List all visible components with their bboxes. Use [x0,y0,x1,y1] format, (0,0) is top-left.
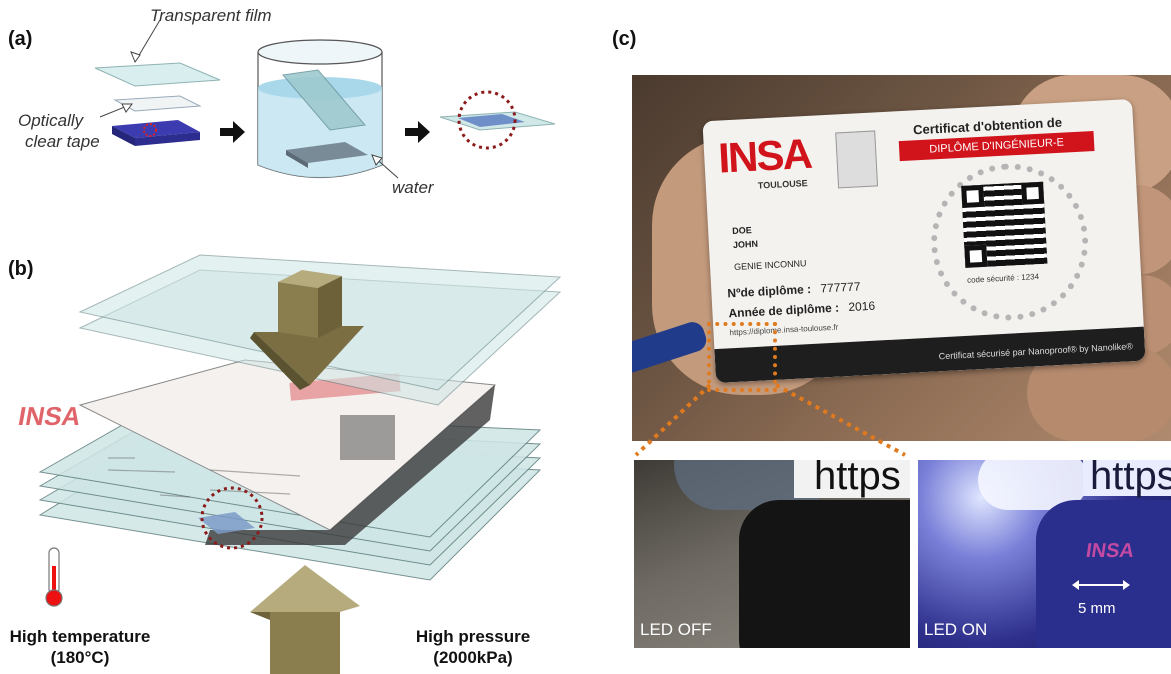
speciality: GENIE INCONNU [733,258,807,272]
arrow-right-icon-2 [405,121,430,143]
diploma-year: 2016 [848,298,876,315]
scale-arrow-icon [1072,580,1130,590]
tape-label-1: Optically [18,111,84,130]
scale-label: 5 mm [1078,600,1116,617]
zoom-text-off: https [814,460,901,498]
temperature-caption: High temperature (180°C) [0,626,160,668]
card-edge-on [1083,460,1171,496]
university-logo [835,130,879,189]
temperature-line2: (180°C) [50,648,110,667]
led-on-photo: https INSA 5 mm LED ON [918,460,1171,648]
diploma-year-row: Année de diplôme : 2016 [728,299,875,321]
temperature-line1: High temperature [9,627,151,646]
qr-code [961,181,1048,268]
panel-a-graphic [94,19,556,179]
sunk-substrate [286,142,368,163]
arrow-right-icon [220,121,245,143]
panel-a-label: (a) [8,28,33,50]
panel-b-label: (b) [8,258,34,280]
diploma-number-label: Nºde diplôme : [727,281,812,301]
panel-c-label: (c) [612,28,637,50]
tape-label-2: clear tape [25,132,100,151]
floating-film [282,69,366,131]
diploma-number: 777777 [820,279,861,296]
water-label: water [392,178,434,197]
card-photo: INSA TOULOUSE Certificat d'obtention de … [632,75,1171,441]
pressure-line1: High pressure [415,627,531,646]
card-corner-off [739,500,910,648]
firstname: JOHN [732,238,759,250]
zoom-text-on: https [1090,460,1171,498]
dotted-circle-a [457,90,517,150]
card-edge-off [794,460,910,498]
card-brand: INSA [717,129,812,182]
fluorescent-logo: INSA [1084,540,1136,562]
led-on-label: LED ON [924,620,988,639]
film-label: Transparent film [150,6,272,25]
transparent-film [94,62,221,87]
beaker-rim [257,39,383,65]
diploma-year-label: Année de diplôme : [728,300,840,321]
card-corner-on [1036,500,1171,648]
zoom-box [707,322,777,392]
led-off-photo: https LED OFF [634,460,910,648]
card-city: TOULOUSE [757,178,808,191]
surname: DOE [731,225,752,237]
led-off-label: LED OFF [640,620,712,639]
pattern-mark [143,123,157,137]
diploma-number-row: Nºde diplôme : 777777 [727,279,861,300]
pressure-line2: (2000kPa) [433,648,513,667]
substrate-top [112,120,200,138]
pressure-caption: High pressure (2000kPa) [398,626,548,668]
